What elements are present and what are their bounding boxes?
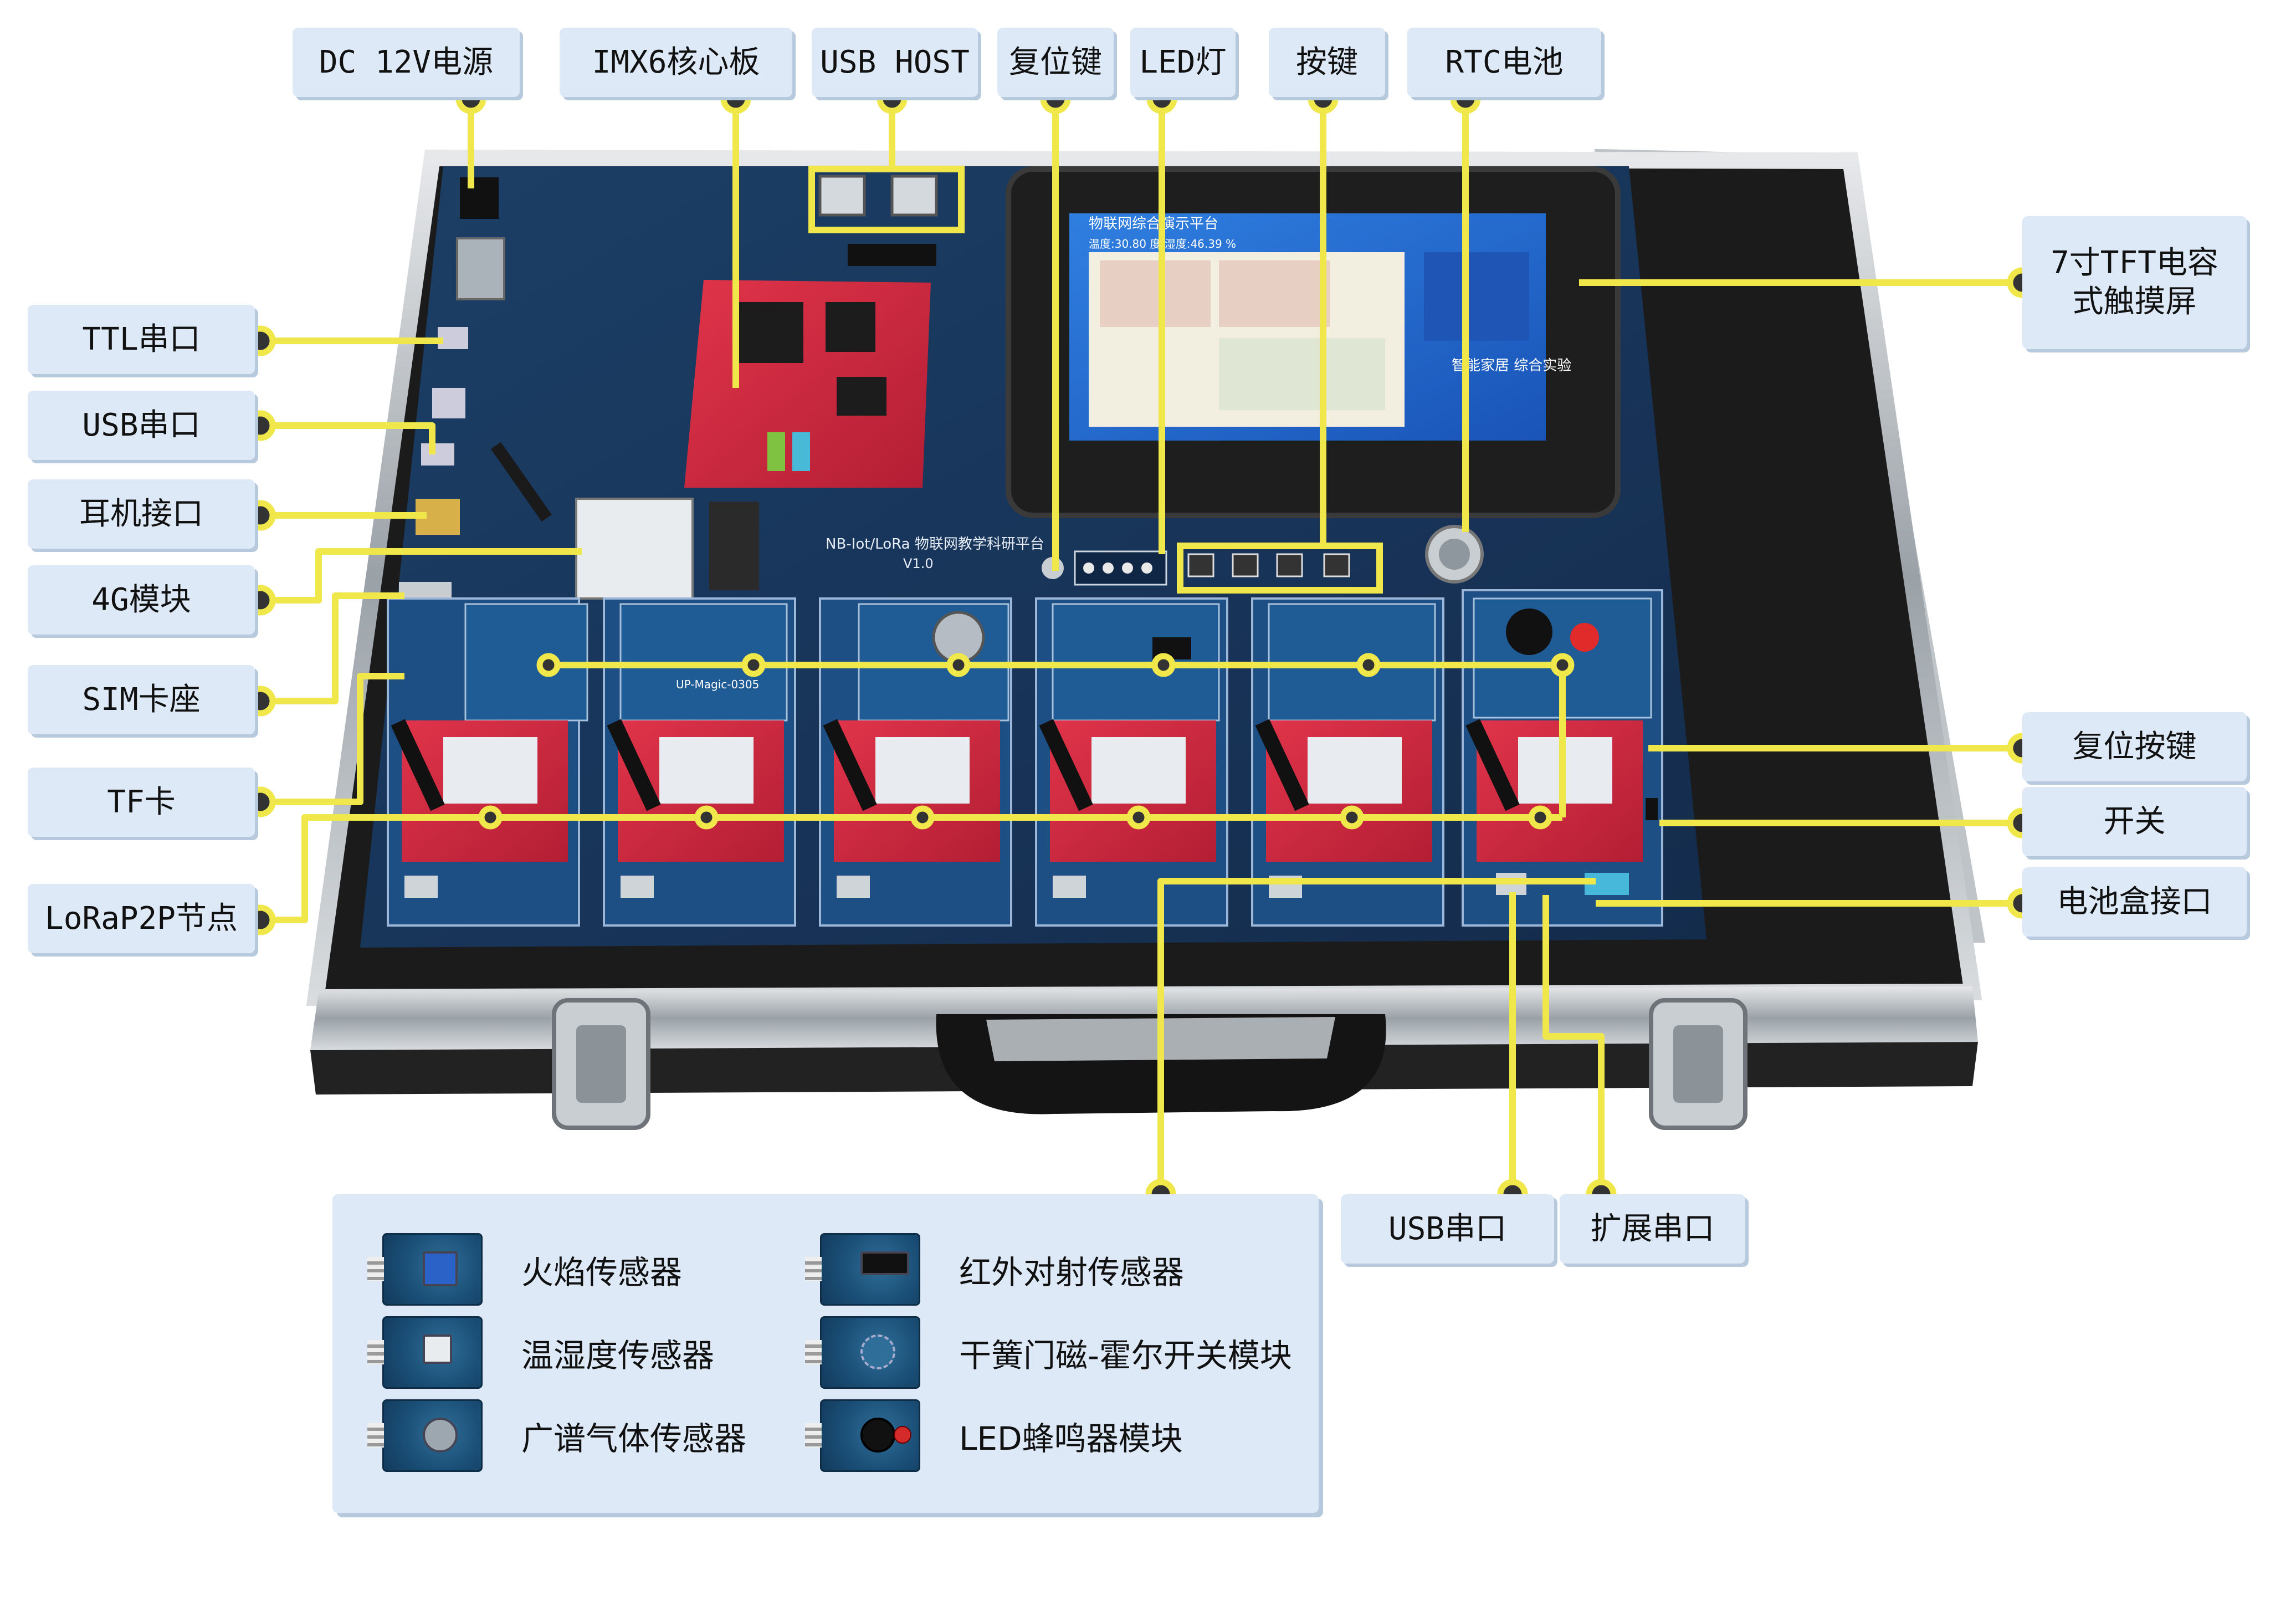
label-7inch-tft-touchscreen: 7寸TFT电容 式触摸屏 — [2022, 216, 2247, 349]
lora-node-2-label: UP-Magic-0305 — [676, 678, 759, 691]
legend-item-humidity-sensor: 温湿度传感器 — [367, 1316, 715, 1389]
label-battery-connector: 电池盒接口 — [2022, 867, 2247, 937]
legend-item-flame-sensor: 火焰传感器 — [367, 1233, 683, 1306]
label-ttl-serial: TTL串口 — [28, 305, 255, 374]
gas-sensor-icon — [367, 1399, 483, 1472]
legend-item-gas-sensor: 广谱气体传感器 — [367, 1399, 747, 1472]
label-reset-button: 复位按键 — [2022, 712, 2247, 781]
marker-lora-node-4 — [1126, 805, 1151, 830]
rtc-battery — [1425, 525, 1484, 584]
marker-sensor-3 — [946, 653, 971, 677]
marker-lora-node-1 — [478, 805, 503, 830]
key-row-highlight — [1177, 543, 1383, 594]
board-silkscreen-title: NB-Iot/LoRa 物联网教学科研平台 — [826, 536, 1044, 553]
label-led: LED灯 — [1130, 28, 1236, 97]
lora-node-3 — [819, 597, 1012, 927]
legend-text-humidity-sensor: 温湿度传感器 — [521, 1336, 715, 1374]
lora-node-5 — [1251, 597, 1444, 927]
usb-host-ports — [818, 175, 938, 266]
legend-text-gas-sensor: 广谱气体传感器 — [521, 1419, 747, 1458]
infrared-sensor-icon — [805, 1233, 920, 1306]
legend-item-led-buzzer-module: LED蜂鸣器模块 — [805, 1399, 1183, 1472]
led-buzzer-module-icon — [805, 1399, 920, 1472]
marker-sensor-6 — [1550, 653, 1575, 677]
marker-lora-node-2 — [694, 805, 719, 830]
flame-sensor-icon — [367, 1233, 483, 1306]
label-earphone-jack: 耳机接口 — [28, 479, 255, 549]
label-reset-key: 复位键 — [997, 28, 1114, 97]
label-lora-p2p-node: LoRaP2P节点 — [28, 884, 255, 953]
imx6-core-board — [684, 280, 931, 488]
label-power-switch: 开关 — [2022, 787, 2247, 856]
4g-module — [490, 442, 759, 600]
label-keys: 按键 — [1269, 28, 1385, 97]
lora-node-2: UP-Magic-0305 — [603, 597, 796, 927]
marker-sensor-4 — [1151, 653, 1176, 677]
label-extension-serial: 扩展串口 — [1560, 1194, 1745, 1264]
marker-lora-node-3 — [910, 805, 935, 830]
label-4g-module: 4G模块 — [28, 565, 255, 635]
led-row — [1074, 550, 1167, 586]
legend-item-reed-hall-module: 干簧门磁-霍尔开关模块 — [805, 1316, 1292, 1389]
label-sim-slot: SIM卡座 — [28, 665, 255, 734]
marker-lora-node-5 — [1340, 805, 1364, 830]
marker-sensor-2 — [741, 653, 766, 677]
lora-node-1 — [387, 597, 588, 927]
case-latch-right — [1649, 998, 1747, 1130]
lcd-title: 物联网综合演示平台 — [1089, 216, 1218, 232]
leader-lines — [260, 99, 2022, 1194]
legend-text-infrared-sensor: 红外对射传感器 — [959, 1253, 1185, 1291]
label-usb-host: USB HOST — [812, 28, 978, 97]
marker-lora-node-6 — [1528, 805, 1552, 830]
lora-node-4 — [1035, 597, 1228, 927]
label-usb-serial-left: USB串口 — [28, 391, 255, 460]
label-tf-card: TF卡 — [28, 768, 255, 837]
label-usb-serial-bottom: USB串口 — [1341, 1194, 1554, 1264]
usb-host-highlight — [808, 166, 965, 233]
reed-hall-module-icon — [805, 1316, 920, 1389]
legend-text-reed-hall-module: 干簧门磁-霍尔开关模块 — [959, 1336, 1292, 1374]
humidity-sensor-icon — [367, 1316, 483, 1389]
marker-sensor-1 — [536, 653, 561, 677]
label-rtc-battery: RTC电池 — [1407, 28, 1601, 97]
lcd-caption: 智能家居 综合实验 — [1452, 357, 1571, 374]
legend-text-led-buzzer-module: LED蜂鸣器模块 — [959, 1419, 1183, 1458]
legend-item-infrared-sensor: 红外对射传感器 — [805, 1233, 1185, 1306]
lcd-touchscreen: 物联网综合演示平台 温度:30.80 度 湿度:46.39 % 智能家居 综合实… — [1006, 166, 1621, 518]
case-latch-left — [552, 998, 650, 1130]
board-silkscreen-version: V1.0 — [903, 556, 934, 571]
marker-sensor-5 — [1356, 653, 1381, 677]
label-imx6-core-board: IMX6核心板 — [560, 28, 792, 97]
key-row — [1042, 553, 1350, 579]
label-dc-12v-power: DC 12V电源 — [293, 28, 520, 97]
legend-text-flame-sensor: 火焰传感器 — [521, 1253, 683, 1291]
sensor-legend-panel: 火焰传感器 红外对射传感器 温湿度传感器 干簧门磁-霍尔开关模块 广谱气体传感器… — [332, 1194, 1319, 1513]
